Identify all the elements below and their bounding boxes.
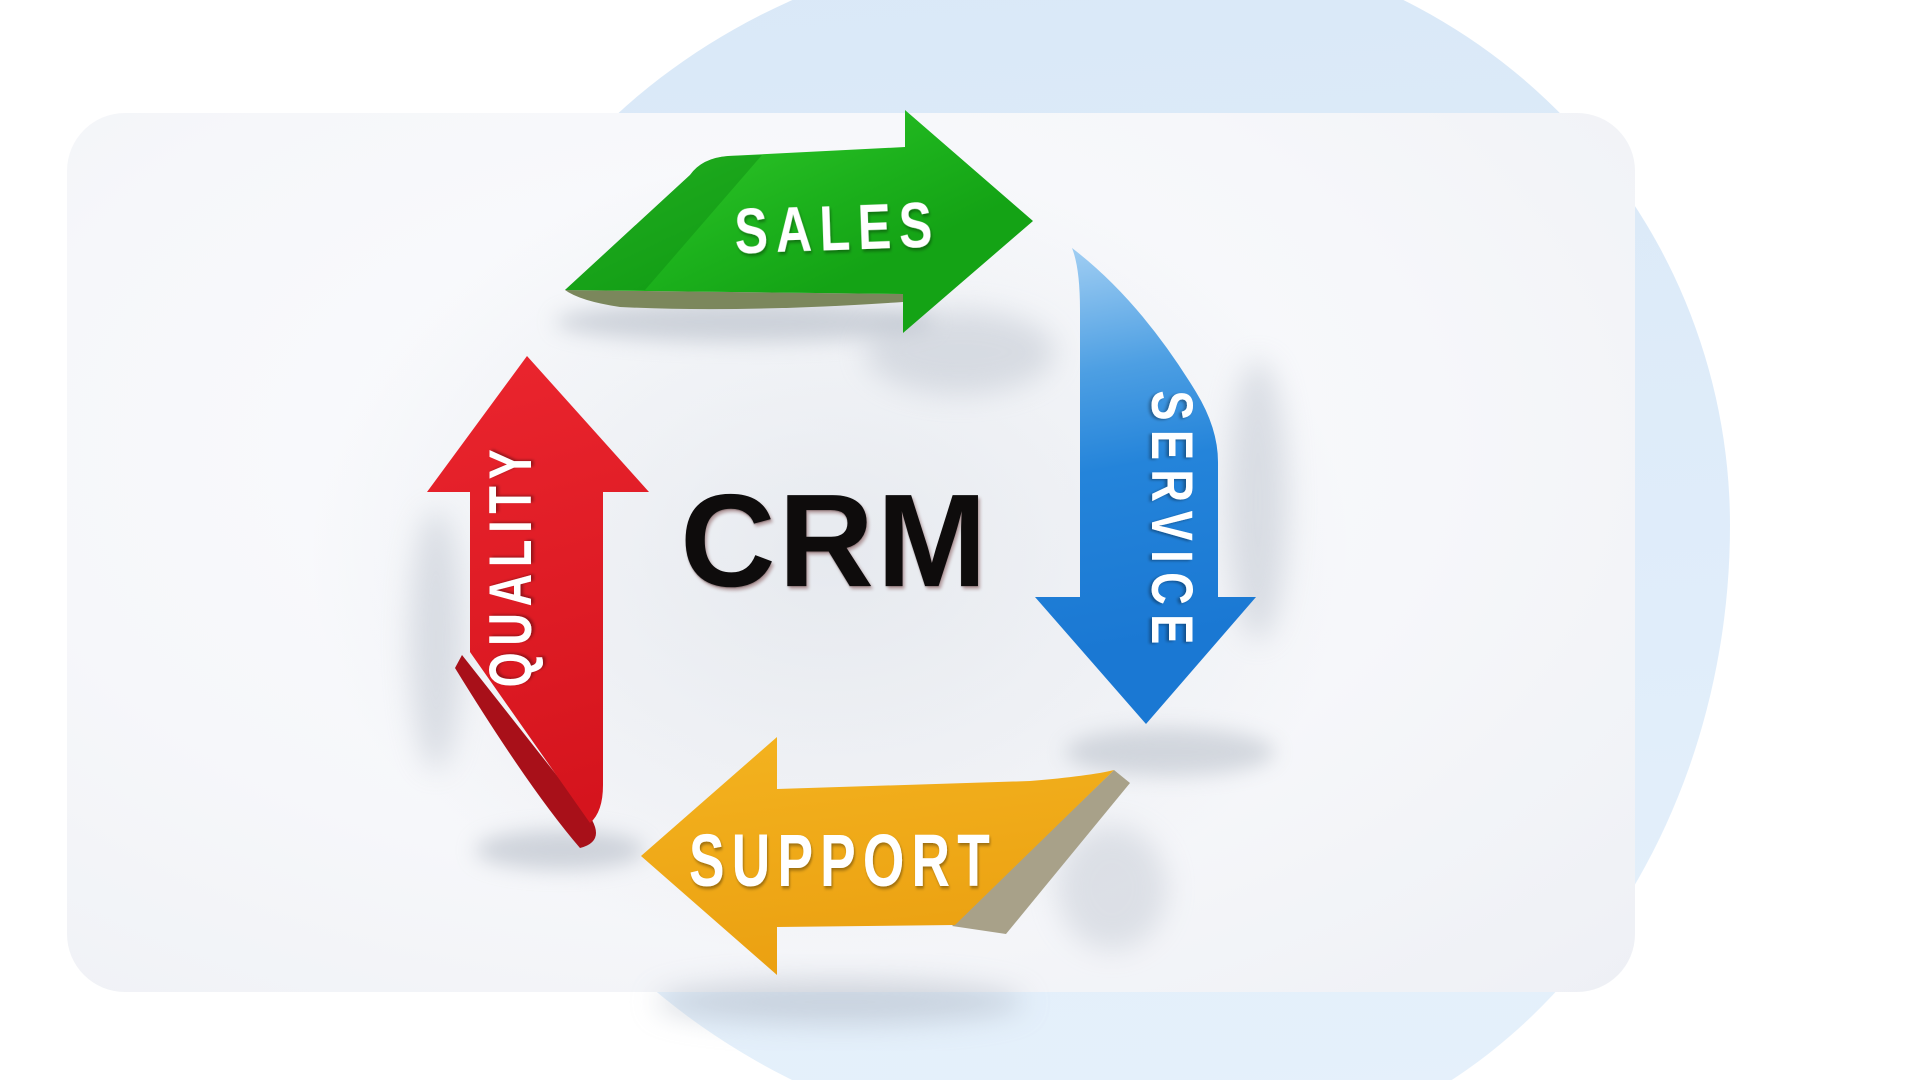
- support-arrow-body: [641, 737, 1114, 975]
- support-arrow: SUPPORT: [641, 737, 1130, 975]
- service-arrow: SERVICE: [1035, 248, 1256, 724]
- support-arrow-backface: [952, 770, 1130, 934]
- crm-center-label: CRM: [680, 467, 990, 614]
- sales-arrow-fold: [565, 290, 903, 310]
- quality-arrow-fold: [455, 655, 596, 848]
- sales-arrow-label: SALES: [733, 190, 941, 268]
- service-arrow-body: [1035, 248, 1256, 724]
- quality-arrow-label: QUALITY: [478, 443, 545, 688]
- service-arrow-label: SERVICE: [1139, 390, 1204, 653]
- sales-arrow-shading: [565, 155, 762, 290]
- quality-arrow-body: [427, 356, 649, 823]
- sales-arrow: SALES: [565, 110, 1033, 333]
- quality-arrow: QUALITY: [427, 356, 649, 848]
- support-arrow-label: SUPPORT: [689, 819, 997, 902]
- sales-arrow-body: [565, 110, 1033, 333]
